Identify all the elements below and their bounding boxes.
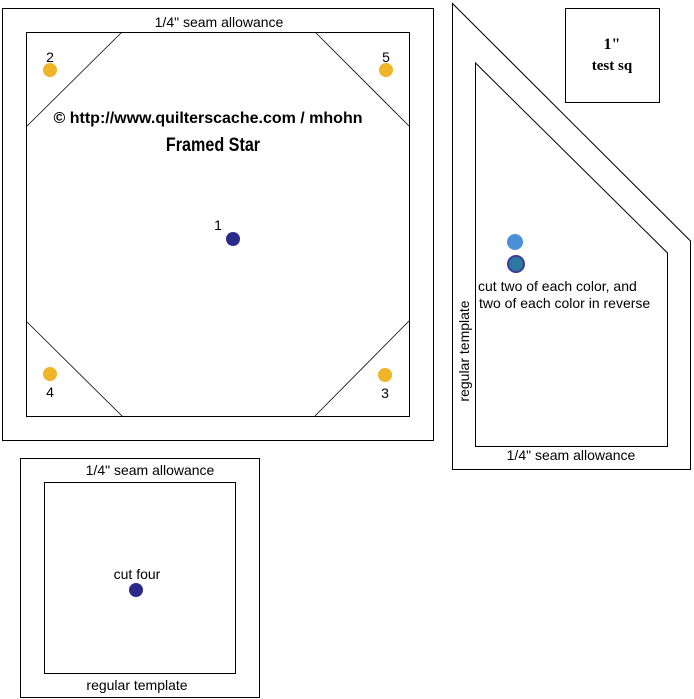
corner-diagonal-bottom-left [25,320,123,417]
piece-marker-5 [379,63,393,77]
fabric-marker-navy [129,583,143,597]
block-outer-seam-line [2,8,434,441]
block-title: Framed Star [166,134,260,156]
star-point-inner-line [475,61,668,447]
block-inner-cut-line [26,32,410,417]
fabric-swatch-light-blue [507,234,523,250]
framed-star-block-template: 1/4" seam allowance © http://www.quilter… [2,8,434,441]
corner-diagonal-top-left [25,31,123,128]
star-point-seam-label: 1/4" seam allowance [507,447,636,463]
piece-label-1: 1 [214,217,222,233]
piece-label-3: 3 [381,385,389,401]
cut-instruction-line-1: cut two of each color, and [478,278,637,294]
piece-marker-2 [43,63,57,77]
corner-diagonal-top-right [314,31,410,127]
test-square-label: test sq [592,58,633,74]
corner-square-seam-label: 1/4" seam allowance [86,462,215,478]
piece-marker-4 [43,367,57,381]
piece-marker-3 [378,368,392,382]
test-square-size: 1" [604,36,621,53]
corner-square-template: 1/4" seam allowance cut four regular tem… [20,458,260,698]
corner-square-outer-line [20,458,260,698]
piece-label-5: 5 [382,49,390,65]
block-seam-label: 1/4" seam allowance [155,14,284,30]
piece-marker-1 [226,232,240,246]
star-point-side-label: regular template [456,300,472,401]
star-point-outer-line [452,2,691,470]
fabric-swatch-teal [507,255,525,273]
corner-square-bottom-label: regular template [86,677,187,693]
piece-label-4: 4 [46,384,54,400]
cut-instruction-line-2: two of each color in reverse [479,295,650,311]
copyright-text: © http://www.quilterscache.com / mhohn [54,110,363,127]
corner-square-cut-label: cut four [114,566,161,582]
test-square-box [565,8,660,103]
corner-diagonal-bottom-right [314,320,410,417]
piece-label-2: 2 [46,49,54,65]
test-square: 1" test sq [565,8,660,103]
star-point-template: cut two of each color, and two of each c… [452,2,691,470]
corner-square-inner-line [44,482,236,674]
